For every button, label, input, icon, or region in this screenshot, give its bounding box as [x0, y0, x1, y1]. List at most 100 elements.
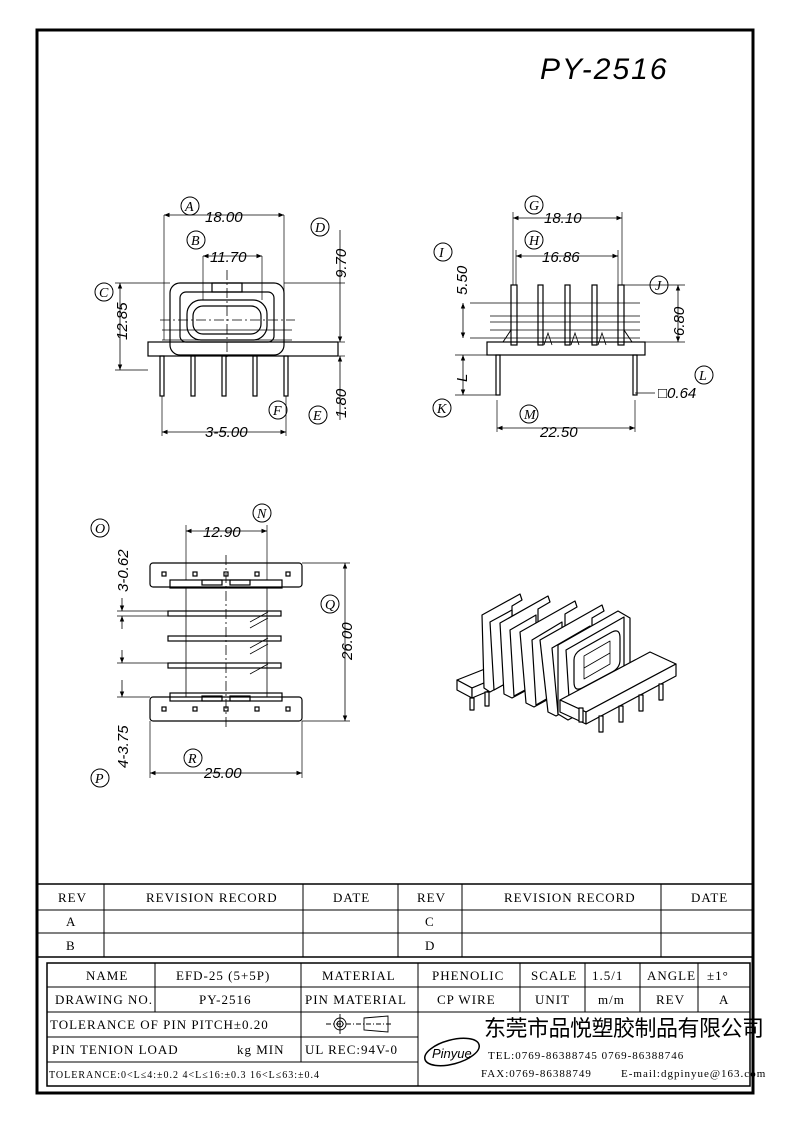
svg-text:DATE: DATE — [333, 890, 370, 905]
svg-text:REVISION RECORD: REVISION RECORD — [146, 890, 278, 905]
front-dim-C: C 12.85 — [94, 282, 131, 340]
bottom-dim-R: R 25.00 — [183, 748, 242, 782]
svg-text:11.70: 11.70 — [210, 249, 247, 266]
svg-text:EFD-25 (5+5P): EFD-25 (5+5P) — [176, 968, 270, 983]
front-view — [115, 212, 345, 436]
side-dim-M: M 22.50 — [519, 404, 578, 441]
svg-text:G: G — [529, 199, 539, 214]
svg-text:12.85: 12.85 — [114, 302, 131, 340]
svg-text:16.86: 16.86 — [542, 249, 580, 266]
svg-text:O: O — [95, 522, 105, 537]
svg-text:C: C — [425, 914, 435, 929]
front-dim-B: B 11.70 — [186, 230, 247, 266]
side-dim-H: H 16.86 — [524, 230, 580, 266]
svg-text:1.5/1: 1.5/1 — [592, 968, 623, 983]
svg-text:D: D — [425, 938, 435, 953]
bottom-dim-O: O 3-0.62 — [90, 518, 132, 592]
svg-text:PY-2516: PY-2516 — [199, 992, 252, 1007]
svg-text:L: L — [698, 369, 707, 384]
svg-text:REV: REV — [656, 992, 685, 1007]
side-dim-G: G 18.10 — [524, 195, 582, 227]
revision-table — [37, 883, 753, 958]
isometric-view — [456, 593, 677, 733]
svg-text:DRAWING NO.: DRAWING NO. — [55, 992, 153, 1007]
svg-text:4-3.75: 4-3.75 — [115, 725, 132, 768]
svg-text:kg MIN: kg MIN — [237, 1042, 285, 1057]
svg-text:L: L — [454, 374, 471, 382]
svg-text:Q: Q — [325, 598, 335, 613]
company-fax: FAX:0769-86388749 — [481, 1068, 592, 1080]
front-dim-E: E 1.80 — [308, 388, 350, 425]
svg-text:F: F — [272, 404, 282, 419]
company-tel: TEL:0769-86388745 0769-86388746 — [488, 1050, 684, 1062]
revision-table-text: REV REVISION RECORD DATE REV REVISION RE… — [58, 890, 728, 953]
svg-text:J: J — [655, 279, 662, 294]
svg-text:1.80: 1.80 — [333, 388, 350, 418]
bottom-dim-P: P 4-3.75 — [90, 725, 132, 788]
svg-text:5.50: 5.50 — [454, 265, 471, 295]
side-dim-J: J 6.80 — [649, 275, 688, 336]
svg-text:□0.64: □0.64 — [658, 385, 696, 402]
svg-text:3-5.00: 3-5.00 — [205, 424, 248, 441]
svg-text:m/m: m/m — [598, 992, 625, 1007]
svg-text:CP WIRE: CP WIRE — [437, 992, 496, 1007]
projection-symbol — [326, 1014, 392, 1034]
svg-text:TOLERANCE OF PIN PITCH±0.20: TOLERANCE OF PIN PITCH±0.20 — [50, 1017, 269, 1032]
svg-text:REVISION RECORD: REVISION RECORD — [504, 890, 636, 905]
title-block-grid — [46, 962, 751, 1087]
company-email: E-mail:dgpinyue@163.com — [621, 1068, 766, 1080]
side-dim-I: I 5.50 — [433, 242, 471, 295]
svg-text:REV: REV — [417, 890, 446, 905]
svg-text:B: B — [191, 234, 200, 249]
svg-text:DATE: DATE — [691, 890, 728, 905]
title-block-text: NAME EFD-25 (5+5P) MATERIAL PHENOLIC SCA… — [49, 968, 729, 1081]
side-view — [455, 212, 685, 432]
svg-text:A: A — [66, 914, 76, 929]
svg-text:A: A — [719, 992, 729, 1007]
bottom-dim-Q: Q 26.00 — [320, 594, 356, 661]
svg-text:12.90: 12.90 — [203, 524, 241, 541]
svg-text:PIN MATERIAL: PIN MATERIAL — [305, 992, 407, 1007]
company-logo: Pinyue — [424, 1037, 480, 1067]
svg-text:REV: REV — [58, 890, 87, 905]
bottom-dim-N: N 12.90 — [203, 503, 272, 541]
svg-text:K: K — [436, 402, 447, 417]
svg-text:D: D — [314, 221, 325, 236]
svg-text:26.00: 26.00 — [339, 622, 356, 661]
svg-text:18.00: 18.00 — [205, 209, 243, 226]
svg-text:22.50: 22.50 — [539, 424, 578, 441]
svg-text:ANGLE: ANGLE — [647, 968, 696, 983]
svg-text:E: E — [312, 409, 322, 424]
front-dim-D: D 9.70 — [310, 217, 350, 278]
svg-text:M: M — [523, 408, 537, 423]
front-dim-F: F 3-5.00 — [205, 400, 288, 441]
svg-text:SCALE: SCALE — [531, 968, 577, 983]
svg-text:N: N — [256, 507, 267, 522]
svg-text:NAME: NAME — [86, 968, 128, 983]
svg-text:I: I — [438, 246, 445, 261]
svg-text:6.80: 6.80 — [671, 306, 688, 336]
svg-text:25.00: 25.00 — [203, 765, 242, 782]
svg-text:UL REC:94V-0: UL REC:94V-0 — [305, 1042, 398, 1057]
side-dim-K: K L — [432, 374, 471, 418]
svg-text:±1°: ±1° — [707, 968, 729, 983]
svg-text:9.70: 9.70 — [333, 248, 350, 278]
svg-text:R: R — [187, 752, 197, 767]
front-dim-A: A 18.00 — [180, 196, 243, 226]
svg-text:UNIT: UNIT — [535, 992, 570, 1007]
sheet-border — [35, 28, 755, 1095]
svg-text:A: A — [184, 200, 194, 215]
svg-text:C: C — [99, 286, 109, 301]
svg-text:H: H — [528, 234, 540, 249]
svg-text:B: B — [66, 938, 76, 953]
svg-text:3-0.62: 3-0.62 — [115, 549, 132, 592]
bottom-view — [117, 525, 350, 778]
svg-text:P: P — [94, 772, 104, 787]
svg-text:18.10: 18.10 — [544, 210, 582, 227]
side-dim-L: L □0.64 — [658, 365, 714, 402]
company-name: 东莞市品悦塑胶制品有限公司 — [484, 1017, 764, 1042]
part-number-title: PY-2516 — [540, 53, 669, 86]
svg-text:TOLERANCE:0<L≤4:±0.2 4<L≤16:±: TOLERANCE:0<L≤4:±0.2 4<L≤16:±0.3 16<L≤63… — [49, 1070, 320, 1081]
svg-text:PHENOLIC: PHENOLIC — [432, 968, 504, 983]
svg-text:MATERIAL: MATERIAL — [322, 968, 396, 983]
